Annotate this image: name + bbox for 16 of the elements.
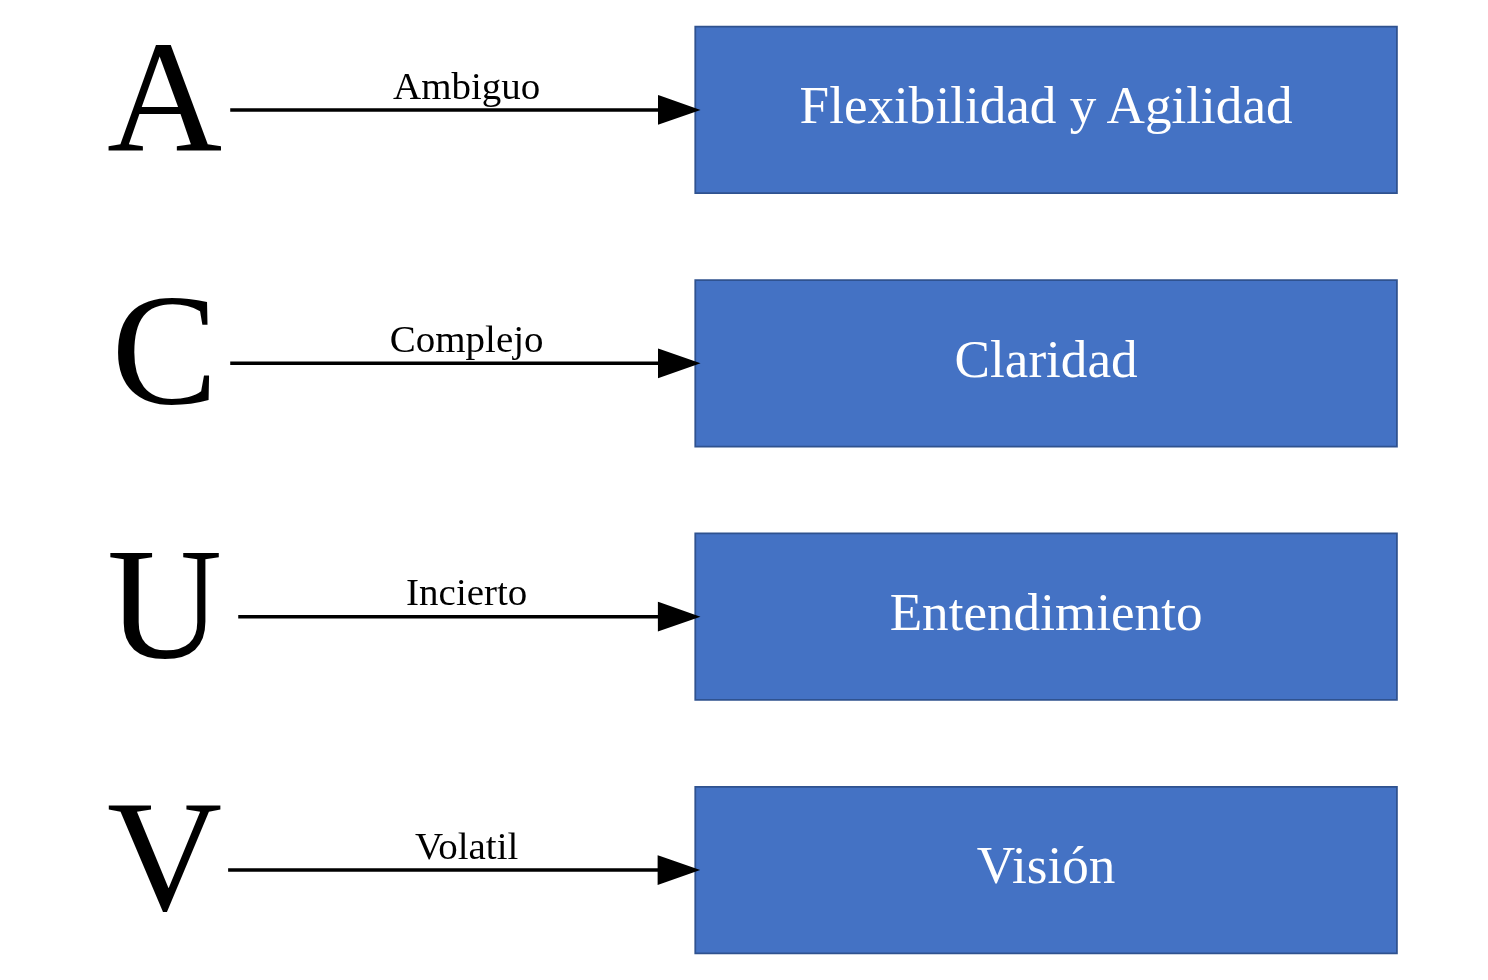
node-box: Visión bbox=[694, 785, 1398, 955]
node-box: Claridad bbox=[694, 279, 1398, 448]
edge-label: Complejo bbox=[389, 316, 544, 360]
node-text: U bbox=[107, 514, 223, 691]
node-box: Entendimiento bbox=[694, 532, 1398, 701]
node-text: V bbox=[107, 767, 223, 944]
arrow bbox=[238, 601, 701, 632]
edge-label: Incierto bbox=[406, 570, 528, 614]
node-text: C bbox=[111, 261, 218, 438]
node-box: Flexibilidad y Agilidad bbox=[694, 25, 1398, 195]
edge-label: Ambiguo bbox=[393, 63, 541, 107]
edge-label: Volatil bbox=[415, 823, 519, 867]
node-text: A bbox=[107, 7, 223, 184]
arrow bbox=[230, 348, 701, 379]
arrow bbox=[228, 855, 701, 885]
arrow bbox=[230, 95, 701, 125]
